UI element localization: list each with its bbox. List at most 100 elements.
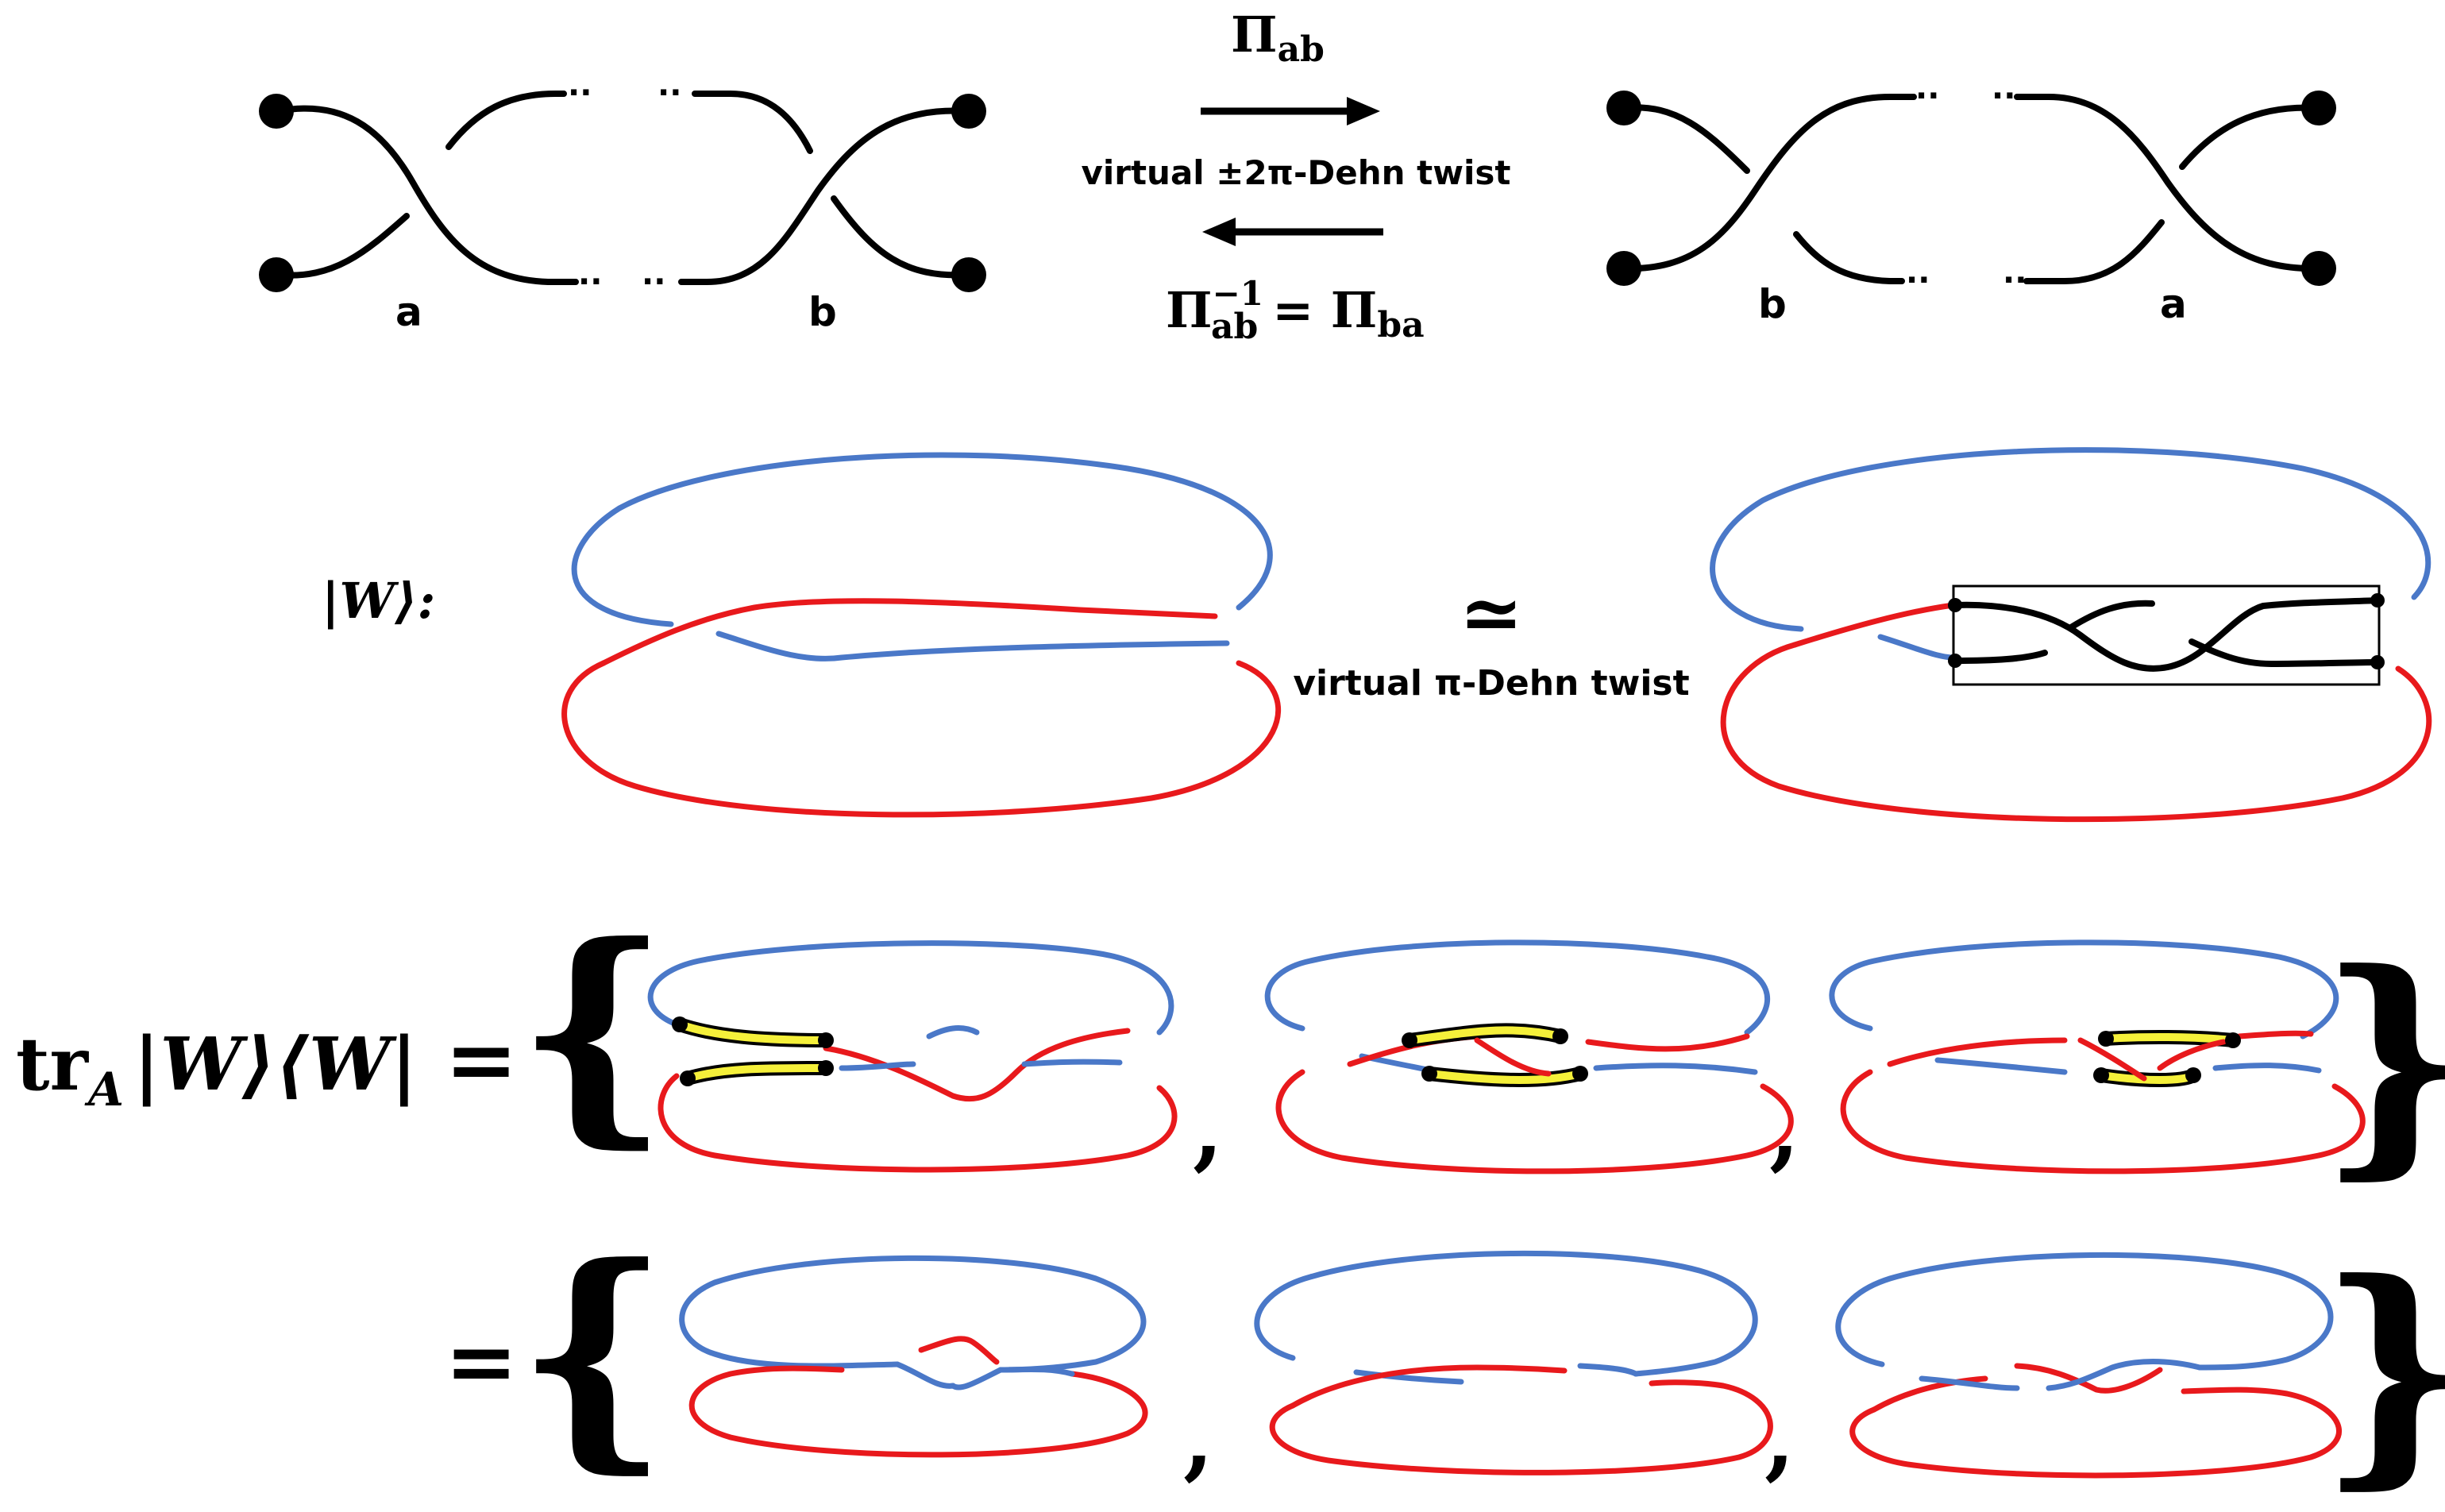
right-brace: } [2319, 1229, 2445, 1508]
strand-broken [445, 91, 567, 150]
red-strand [1585, 1033, 1750, 1052]
band-dot [1421, 1066, 1437, 1082]
band-dot [818, 1032, 834, 1048]
strand [275, 105, 579, 285]
red-loop [1849, 1387, 2342, 1479]
state-label: |W⟩: [322, 572, 435, 630]
forward-arrowhead [1347, 97, 1380, 125]
red-strand [1871, 1375, 1988, 1413]
box-strand-broken [1952, 650, 2048, 664]
twist-box [1952, 584, 2381, 686]
blue-strand [1934, 1057, 2068, 1075]
box-dot [2370, 593, 2385, 608]
red-loop [688, 1365, 1148, 1458]
yellow-band [1406, 1026, 1564, 1044]
left-brace: { [516, 1213, 669, 1494]
ellipsis: ·· [658, 75, 681, 111]
equivalence: ≃ virtual π-Dehn twist [1293, 568, 1689, 704]
trace-diagram-2 [1264, 939, 1794, 1174]
inverse-arrowhead [1202, 218, 1236, 246]
red-strand [2236, 1030, 2314, 1040]
ellipsis: ·· [1906, 262, 1930, 299]
yellow-band [2097, 1071, 2197, 1084]
box-strand-broken [2068, 600, 2155, 631]
blue-strand [926, 1025, 980, 1040]
ellipsis: ·· [1915, 78, 1939, 114]
strand-broken [692, 91, 813, 154]
trace-diagram-3 [1829, 939, 2366, 1174]
blue-strand [839, 1061, 916, 1071]
red-loop [1720, 642, 2432, 823]
red-loop [658, 1073, 1178, 1173]
band-dot [2098, 1031, 2114, 1047]
band-dot [1402, 1032, 1417, 1048]
yellow-band [676, 1020, 830, 1044]
box-dot [1948, 654, 1962, 668]
equiv-text: virtual π-Dehn twist [1293, 663, 1689, 704]
band-dot [680, 1070, 696, 1086]
yellow-band [684, 1064, 830, 1082]
blue-strand [997, 1366, 1075, 1377]
comma: , [1764, 1387, 1795, 1490]
blue-loop [1710, 447, 2432, 632]
middle-text: virtual ±2π-Dehn twist [1081, 153, 1510, 192]
label-b: b [808, 289, 837, 335]
box-strand-broken [2189, 638, 2381, 668]
trace-expression: trA|W⟩⟨W| [16, 1021, 418, 1117]
comma: , [1769, 1078, 1799, 1180]
equals-sign: = [445, 1310, 518, 1412]
state-link-left [561, 452, 1282, 818]
equiv-symbol: ≃ [1460, 568, 1523, 658]
left-brace: { [516, 894, 669, 1168]
strand [2014, 94, 2320, 272]
red-over-strand [600, 598, 1218, 666]
band-dot [2225, 1032, 2241, 1048]
blue-strand [1021, 1059, 1123, 1067]
blue-loop [571, 452, 1273, 627]
red-crossing [2157, 1039, 2227, 1071]
band-dot [2093, 1067, 2109, 1083]
blue-loop [1829, 939, 2339, 1040]
ellipsis: ·· [642, 264, 665, 300]
red-loop [1275, 1069, 1794, 1174]
blue-loop [1835, 1252, 2334, 1371]
comma: , [1183, 1387, 1213, 1490]
ellipsis: ·· [1992, 78, 2015, 114]
red-loop [1269, 1379, 1773, 1475]
band-dot [2185, 1067, 2201, 1083]
trace-diagram-1 [647, 940, 1178, 1173]
red-loop [1840, 1069, 2366, 1174]
result-diagram-1 [679, 1255, 1148, 1458]
strand-broken [2179, 104, 2320, 170]
strand-broken [275, 213, 410, 279]
yellow-band [1425, 1070, 1584, 1084]
red-loop [561, 660, 1282, 818]
blue-strand [2046, 1359, 2203, 1391]
label-a: a [395, 289, 422, 335]
strand [1622, 94, 1917, 272]
red-strand [1887, 1037, 2068, 1067]
blue-loop [1254, 1250, 1758, 1377]
red-crossing [2077, 1037, 2147, 1082]
blue-loop [1264, 939, 1770, 1036]
red-crossing [1474, 1037, 1552, 1077]
result-diagram-3 [1835, 1252, 2342, 1479]
comma: , [1193, 1078, 1223, 1180]
ellipsis: ·· [578, 264, 602, 300]
right-brace: } [2319, 920, 2445, 1200]
right-braid: ·· ·· ·· ·· b a [1606, 78, 2336, 327]
red-strand [1290, 1364, 1568, 1409]
left-braid: ·· ·· ·· ·· a b [259, 75, 986, 335]
band-dot [1552, 1028, 1568, 1044]
blue-loop [647, 940, 1174, 1036]
band-dot [1572, 1066, 1588, 1082]
label-b: b [1758, 281, 1787, 327]
blue-strand [1877, 634, 1957, 661]
blue-under-strand [715, 631, 1230, 662]
strand-broken [1793, 231, 1905, 284]
band-dot [672, 1016, 688, 1032]
box-dot [1948, 598, 1962, 612]
